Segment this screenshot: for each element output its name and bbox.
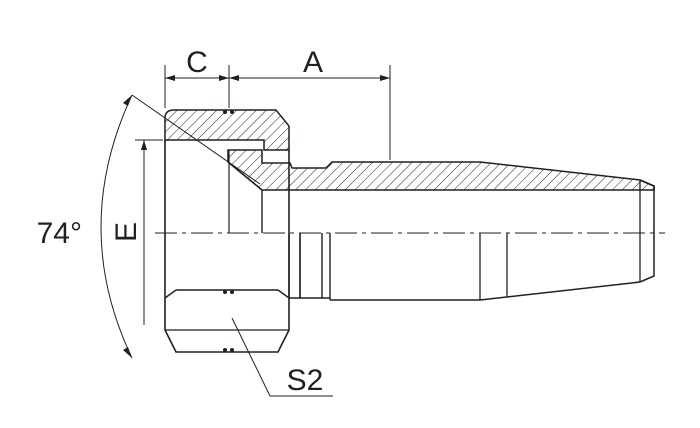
nut-hex-edge-upper-right	[277, 289, 290, 299]
nut-hex-edge-upper	[164, 289, 177, 299]
nut-mark	[223, 290, 227, 294]
angle-leader	[131, 94, 261, 185]
tube-taper-bottom	[479, 281, 641, 301]
angle-label: 74°	[37, 217, 82, 250]
s2-label: S2	[287, 364, 324, 397]
s2-leader	[231, 317, 271, 397]
cone-bore-line	[227, 161, 263, 191]
arrowhead	[123, 347, 132, 358]
arrowhead	[219, 75, 229, 81]
arrowhead	[165, 75, 175, 81]
nut-mark	[223, 348, 227, 352]
nut-mark	[230, 110, 234, 114]
nut-outline	[164, 140, 290, 353]
arrowhead	[123, 95, 132, 106]
dim-a-label: A	[303, 46, 323, 79]
arrowhead	[141, 140, 147, 150]
dim-e-label: E	[110, 222, 143, 242]
nut-mark	[223, 110, 227, 114]
arrowhead	[229, 75, 239, 81]
dim-c-label: C	[186, 46, 208, 79]
body-section-hatch	[227, 149, 655, 191]
angle-arc	[100, 94, 133, 359]
tube-end-chamfer	[639, 179, 655, 283]
nut-section-hatch	[164, 109, 290, 151]
arrowhead	[380, 75, 390, 81]
body-lower-outline	[288, 233, 301, 299]
nut-mark	[230, 290, 234, 294]
nut-mark	[230, 348, 234, 352]
